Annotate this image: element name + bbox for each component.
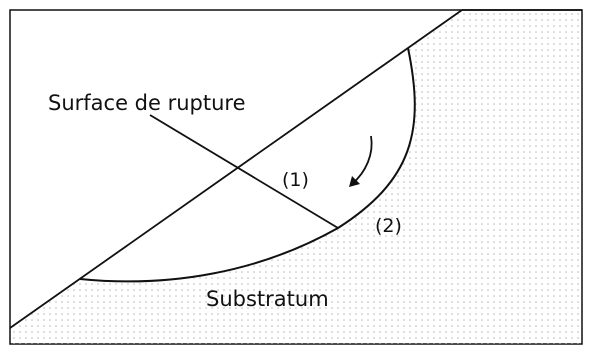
substratum-label: Substratum (206, 287, 329, 311)
rupture-surface-label: Surface de rupture (48, 91, 246, 115)
arrow-head-icon (349, 176, 360, 187)
point-two-label: (2) (375, 215, 402, 237)
rupture-leader-line (149, 114, 339, 229)
slope-line (9, 9, 463, 329)
point-one-label: (1) (282, 169, 309, 191)
